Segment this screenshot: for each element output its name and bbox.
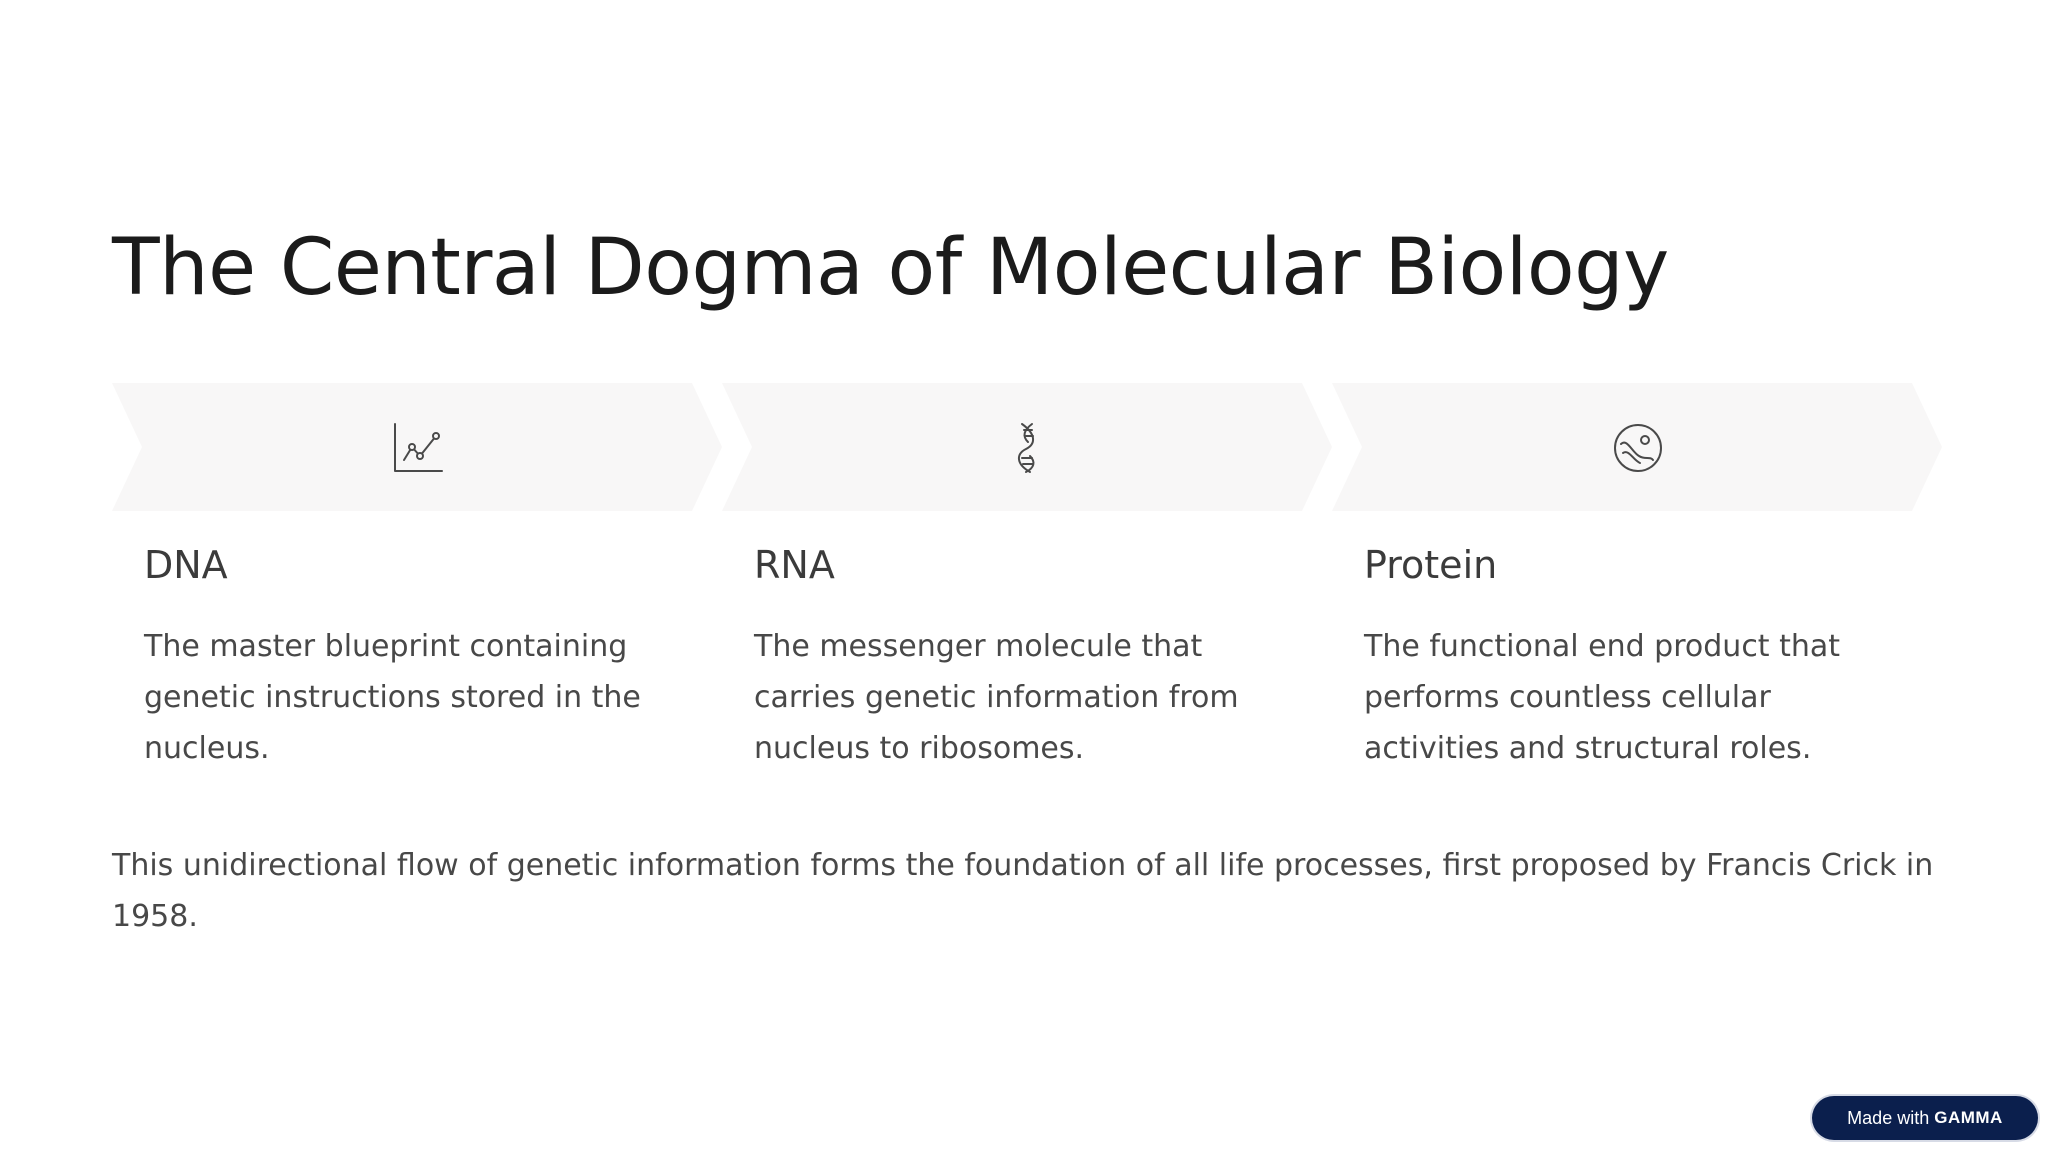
step-dna: DNA The master blueprint containing gene… bbox=[112, 383, 722, 783]
process-steps: DNA The master blueprint containing gene… bbox=[112, 383, 1942, 783]
summary-text: This unidirectional flow of genetic info… bbox=[112, 848, 1934, 934]
step-heading: Protein bbox=[1364, 543, 1498, 587]
page-title: The Central Dogma of Molecular Biology bbox=[112, 223, 1669, 313]
step-description: The functional end product that performs… bbox=[1364, 629, 1841, 766]
protein-cell-icon bbox=[1612, 422, 1664, 474]
step-arrow-shape bbox=[112, 383, 722, 511]
step-rna: RNA The messenger molecule that carries … bbox=[722, 383, 1332, 783]
step-arrow-shape bbox=[722, 383, 1332, 511]
made-with-gamma-badge[interactable]: Made with GAMMA bbox=[1812, 1096, 2038, 1140]
dna-helix-icon bbox=[1002, 422, 1054, 474]
step-description: The messenger molecule that carries gene… bbox=[754, 629, 1239, 766]
line-chart-icon bbox=[392, 422, 444, 474]
gamma-logo: GAMMA bbox=[1934, 1108, 2003, 1127]
step-heading: DNA bbox=[144, 543, 228, 587]
step-description: The master blueprint containing genetic … bbox=[144, 629, 641, 766]
step-arrow-shape bbox=[1332, 383, 1942, 511]
step-heading: RNA bbox=[754, 543, 835, 587]
step-protein: Protein The functional end product that … bbox=[1332, 383, 1942, 783]
badge-prefix: Made with bbox=[1847, 1107, 1930, 1128]
